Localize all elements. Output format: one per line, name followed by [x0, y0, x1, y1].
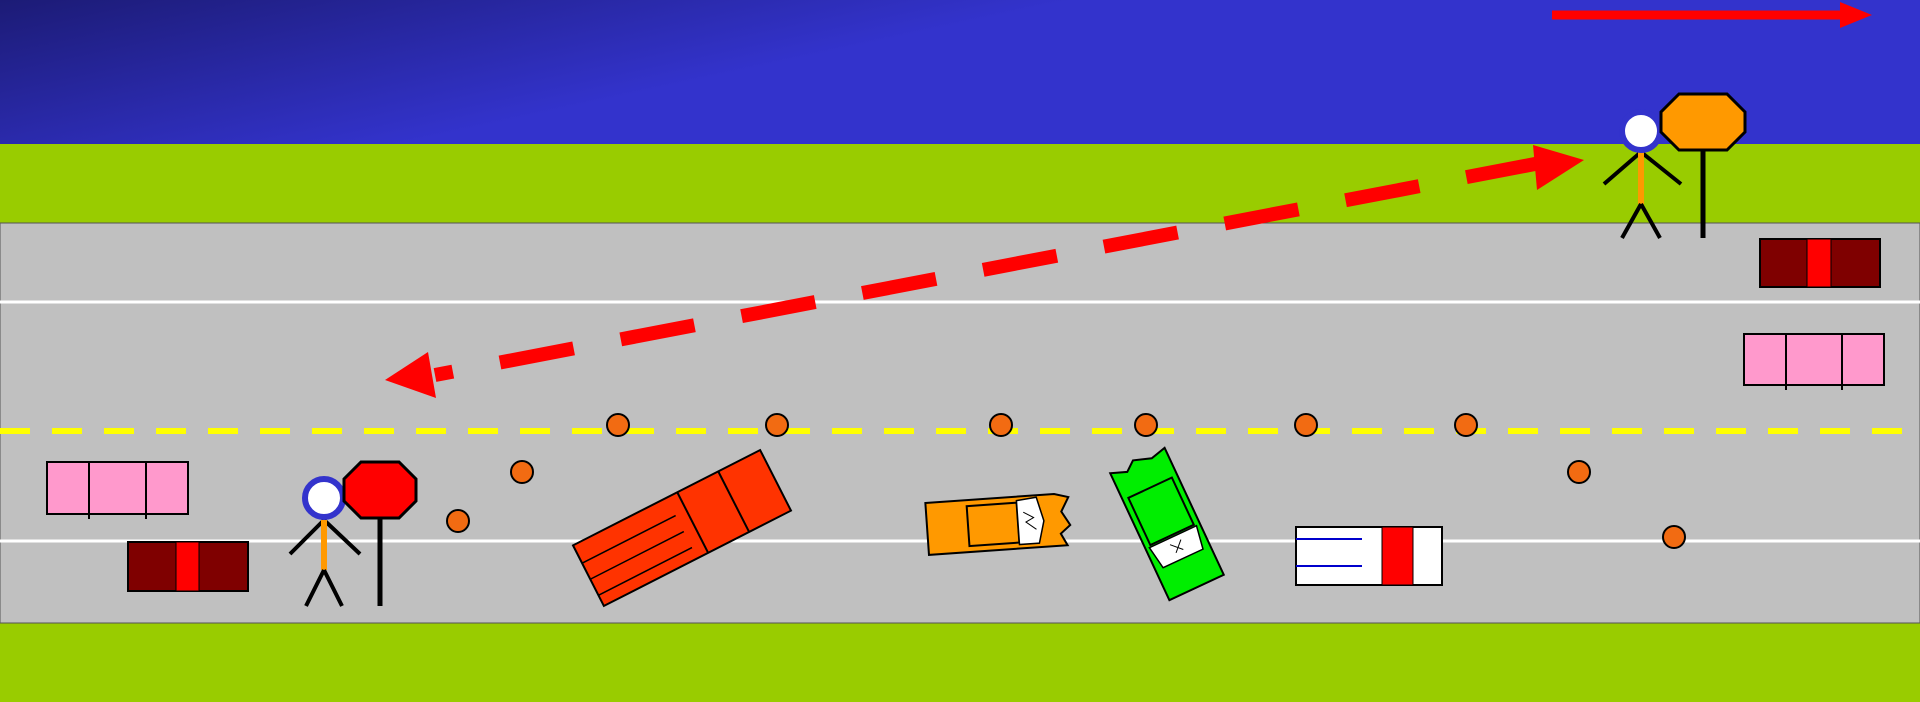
direction-arrow-icon [1552, 2, 1872, 28]
red-flatbed-truck [571, 448, 793, 608]
flagger-far [1602, 92, 1747, 239]
traffic-cone-icon [510, 460, 534, 484]
traffic-cone-icon [989, 413, 1013, 437]
traffic-cone-icon [1134, 413, 1158, 437]
traffic-cone-icon [1294, 413, 1318, 437]
dark-red-car-near [127, 541, 249, 592]
green-wrecked-car [1108, 446, 1226, 602]
traffic-cone-icon [765, 413, 789, 437]
stop-sign-icon [342, 460, 418, 520]
traffic-cone-icon [1567, 460, 1591, 484]
ambulance [1295, 526, 1443, 586]
slow-sign-icon [1659, 92, 1747, 152]
traffic-cone-icon [446, 509, 470, 533]
pink-truck-far [1743, 333, 1885, 390]
travel-path-arrow-icon [385, 145, 1584, 398]
traffic-cone-icon [1454, 413, 1478, 437]
traffic-cones [446, 413, 1686, 549]
grass-far [0, 144, 1920, 224]
flagger-near [288, 460, 418, 607]
pink-truck-near [46, 461, 189, 519]
dark-red-car-far [1759, 238, 1881, 288]
traffic-cone-icon [1662, 525, 1686, 549]
sky [0, 0, 1920, 144]
road [0, 222, 1920, 624]
grass-near [0, 622, 1920, 702]
orange-wrecked-car [924, 493, 1072, 556]
traffic-cone-icon [606, 413, 630, 437]
